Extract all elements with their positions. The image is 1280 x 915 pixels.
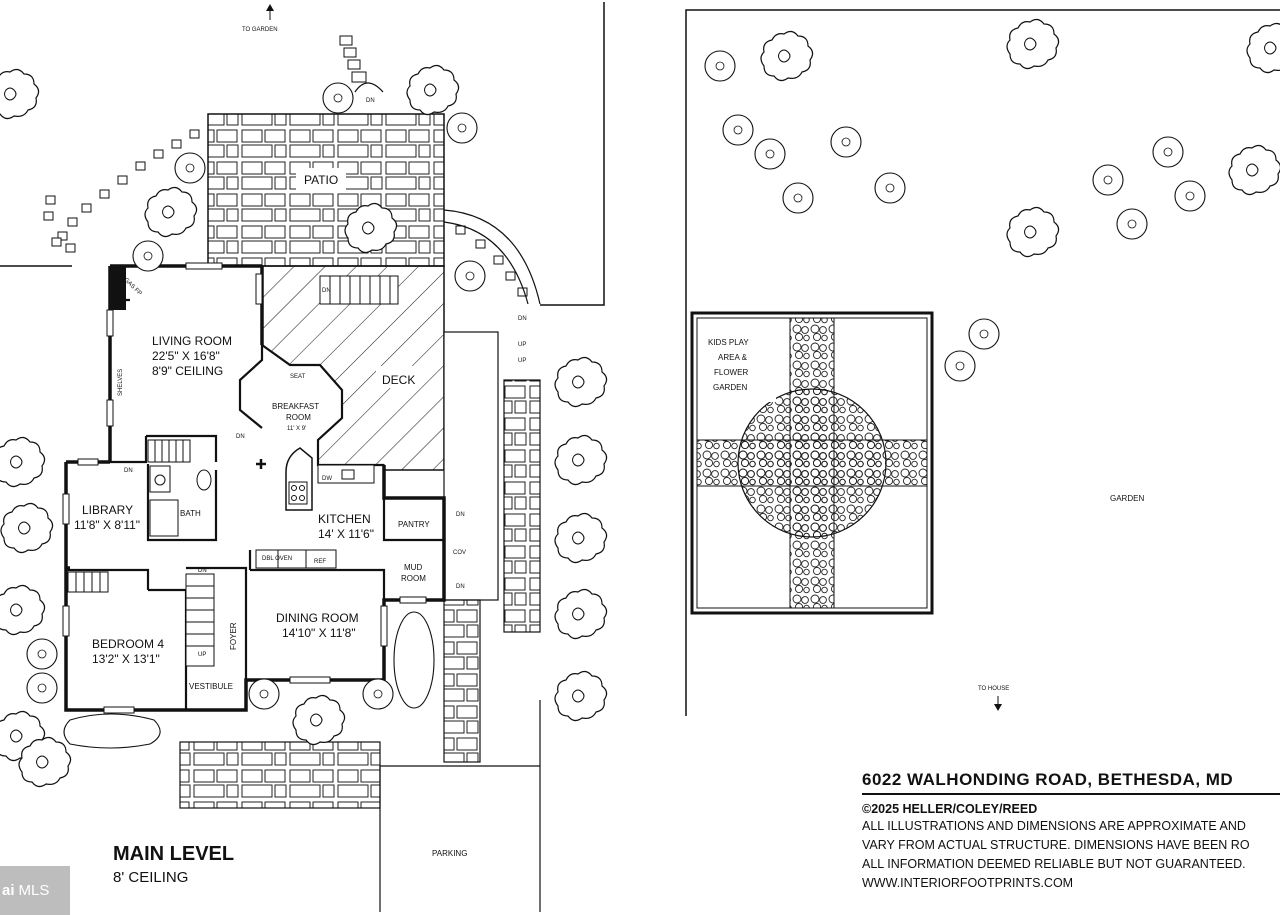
library-dims: 11'8" X 8'11" — [74, 518, 140, 532]
pantry-label: PANTRY — [398, 520, 430, 529]
breakfast-room-label-2: ROOM — [286, 413, 311, 422]
copyright-line: ©2025 HELLER/COLEY/REED — [862, 802, 1038, 816]
deck-label: DECK — [382, 373, 415, 387]
mud-room-label: MUD — [404, 563, 422, 572]
website-link[interactable]: WWW.INTERIORFOOTPRINTS.COM — [862, 876, 1074, 890]
up-label-side-2: UP — [518, 358, 526, 364]
bedroom-4-dims: 13'2" X 13'1" — [92, 652, 160, 666]
mls-watermark-text: MLS — [18, 882, 50, 899]
dn-label-breakfast: DN — [236, 434, 245, 440]
cov-label: COV — [453, 550, 466, 556]
dishwasher-label: DW — [322, 476, 332, 482]
disclaimer-line-2: VARY FROM ACTUAL STRUCTURE. DIMENSIONS H… — [862, 838, 1250, 852]
to-garden-label: TO GARDEN — [242, 27, 278, 33]
vestibule-label: VESTIBULE — [189, 682, 233, 691]
level-ceiling: 8' CEILING — [113, 869, 188, 886]
foyer-label: FOYER — [229, 622, 238, 650]
up-label-foyer: UP — [198, 652, 206, 658]
plan-notes: 6022 WALHONDING ROAD, BETHESDA, MD ©2025… — [862, 770, 1280, 893]
dining-room-label: DINING ROOM — [276, 611, 359, 625]
dn-label-stair: DN — [124, 468, 133, 474]
refrigerator-label: REF — [314, 559, 326, 565]
living-room-ceiling: 8'9" CEILING — [152, 364, 223, 378]
disclaimer-line-3: ALL INFORMATION DEEMED RELIABLE BUT NOT … — [862, 857, 1246, 871]
garden-label: GARDEN — [1110, 494, 1144, 503]
mud-room-label-2: ROOM — [401, 574, 426, 583]
dn-label-side-2: DN — [456, 584, 465, 590]
breakfast-room-label: BREAKFAST — [272, 402, 319, 411]
kitchen-dims: 14' X 11'6" — [318, 527, 374, 541]
living-room-label: LIVING ROOM — [152, 334, 232, 348]
to-house-label: TO HOUSE — [978, 686, 1009, 692]
seat-label: SEAT — [290, 374, 306, 380]
kitchen-label: KITCHEN — [318, 512, 371, 526]
double-oven-label: DBL OVEN — [262, 556, 292, 562]
dn-label-patio: DN — [366, 98, 375, 104]
dining-room-dims: 14'10" X 11'8" — [282, 626, 356, 640]
parking-label: PARKING — [432, 849, 467, 858]
property-address: 6022 WALHONDING ROAD, BETHESDA, MD — [862, 770, 1234, 789]
breakfast-room-dims: 11' X 9' — [287, 426, 306, 432]
main-level-plan — [0, 2, 608, 912]
dn-label-foyer: DN — [198, 568, 207, 574]
kids-area-label-1: KIDS PLAY — [708, 338, 749, 347]
kids-area-label-2: AREA & — [718, 353, 748, 362]
up-label-side: UP — [518, 342, 526, 348]
bath-label: BATH — [180, 509, 201, 518]
living-room-dims: 22'5" X 16'8" — [152, 349, 220, 363]
mls-logo-icon: ai — [2, 882, 15, 899]
address-underline — [862, 793, 1280, 795]
level-title: MAIN LEVEL — [113, 843, 234, 865]
library-label: LIBRARY — [82, 503, 133, 517]
kids-area-label-3: FLOWER — [714, 368, 748, 377]
garden-plan — [685, 9, 1280, 716]
bedroom-4-label: BEDROOM 4 — [92, 637, 164, 651]
dn-label-side: DN — [456, 512, 465, 518]
disclaimer-line-1: ALL ILLUSTRATIONS AND DIMENSIONS ARE APP… — [862, 819, 1246, 833]
patio-label: PATIO — [304, 173, 338, 187]
dn-label-deck: DN — [322, 288, 331, 294]
mls-watermark: ai MLS — [0, 866, 70, 915]
dn-label-curve: DN — [518, 316, 527, 322]
shelves-label: SHELVES — [118, 369, 124, 396]
kids-area-label-4: GARDEN — [713, 383, 747, 392]
